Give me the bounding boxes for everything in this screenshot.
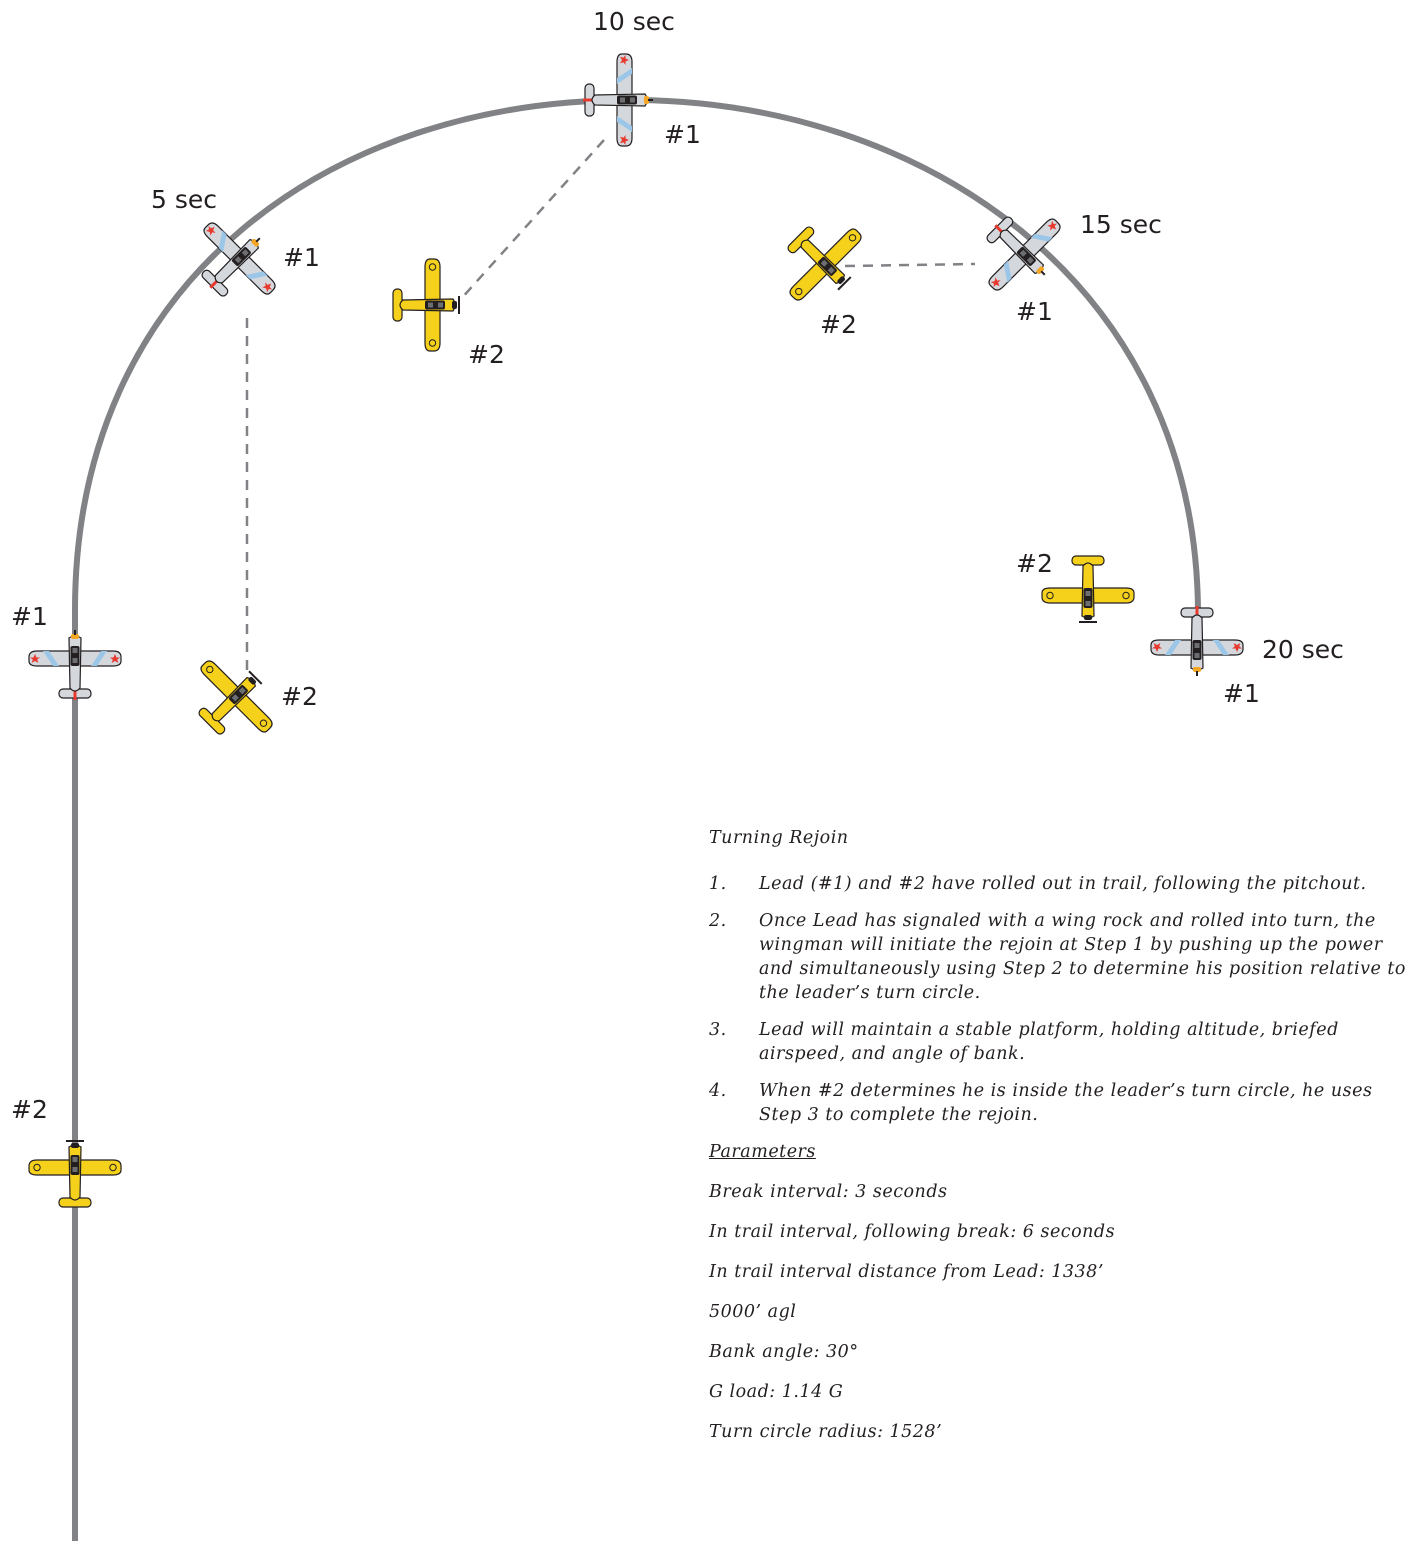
time-label-5sec: 5 sec: [151, 185, 217, 214]
leader-label: #1: [283, 243, 320, 272]
wingman-aircraft-icon: [1041, 555, 1135, 624]
time-label-20sec: 20 sec: [1262, 635, 1344, 664]
leader-label: #1: [664, 120, 701, 149]
wingman-label: #2: [281, 682, 318, 711]
wingman-aircraft-icon: [175, 643, 290, 758]
parameter-item: G load: 1.14 G: [709, 1382, 844, 1402]
step-text: Once Lead has signaled with a wing rock …: [759, 911, 1406, 1003]
wingman-label: #2: [1016, 549, 1053, 578]
parameter-item: In trail interval, following break: 6 se…: [709, 1222, 1116, 1242]
parameter-item: Turn circle radius: 1528’: [709, 1422, 943, 1442]
step-text: Lead will maintain a stable platform, ho…: [759, 1020, 1339, 1064]
turning-rejoin-diagram: 5 sec 10 sec 15 sec 20 sec #1 #1 #1 #1 #…: [11, 7, 1344, 1541]
step-item: 4. When #2 determines he is inside the le…: [709, 1079, 1409, 1127]
parameter-item: Break interval: 3 seconds: [709, 1182, 948, 1202]
wingman-label: #2: [468, 340, 505, 369]
step-number: 3.: [709, 1020, 727, 1040]
step-item: 1. Lead (#1) and #2 have rolled out in tr…: [709, 872, 1409, 896]
wingman-label: #2: [820, 310, 857, 339]
wingman-aircraft-icon: [28, 1139, 122, 1208]
leader-aircraft-icon: [177, 205, 293, 321]
time-label-10sec: 10 sec: [593, 7, 675, 36]
step-number: 1.: [709, 874, 727, 894]
parameter-item: In trail interval distance from Lead: 13…: [709, 1262, 1104, 1282]
leader-aircraft-icon: [582, 53, 654, 147]
step-number: 2.: [709, 911, 727, 931]
sightline-10sec: [459, 139, 605, 301]
sightline-15sec: [844, 262, 976, 268]
leader-label: #1: [11, 602, 48, 631]
parameter-item: Bank angle: 30°: [709, 1342, 859, 1362]
steps-list: 1. Lead (#1) and #2 have rolled out in tr…: [709, 872, 1409, 1127]
leader-label: #1: [1016, 297, 1053, 326]
step-number: 4.: [709, 1081, 727, 1101]
step-item: 3. Lead will maintain a stable platform, …: [709, 1018, 1409, 1066]
step-text: When #2 determines he is inside the lead…: [759, 1081, 1373, 1125]
step-item: 2. Once Lead has signaled with a wing roc…: [709, 909, 1409, 1005]
leader-label: #1: [1223, 679, 1260, 708]
notes-panel: Turning Rejoin 1. Lead (#1) and #2 have r…: [709, 828, 1409, 1444]
leader-aircraft-icon: [28, 629, 122, 701]
notes-title: Turning Rejoin: [709, 828, 849, 848]
wingman-label: #2: [11, 1095, 48, 1124]
time-label-15sec: 15 sec: [1080, 210, 1162, 239]
leader-aircraft-icon: [1150, 605, 1244, 677]
parameters-heading: Parameters: [709, 1142, 816, 1162]
parameter-item: 5000’ agl: [709, 1302, 797, 1322]
wingman-aircraft-icon: [392, 258, 461, 352]
wingman-aircraft-icon: [764, 203, 879, 318]
step-text: Lead (#1) and #2 have rolled out in trai…: [759, 874, 1367, 894]
leader-aircraft-icon: [962, 192, 1078, 308]
